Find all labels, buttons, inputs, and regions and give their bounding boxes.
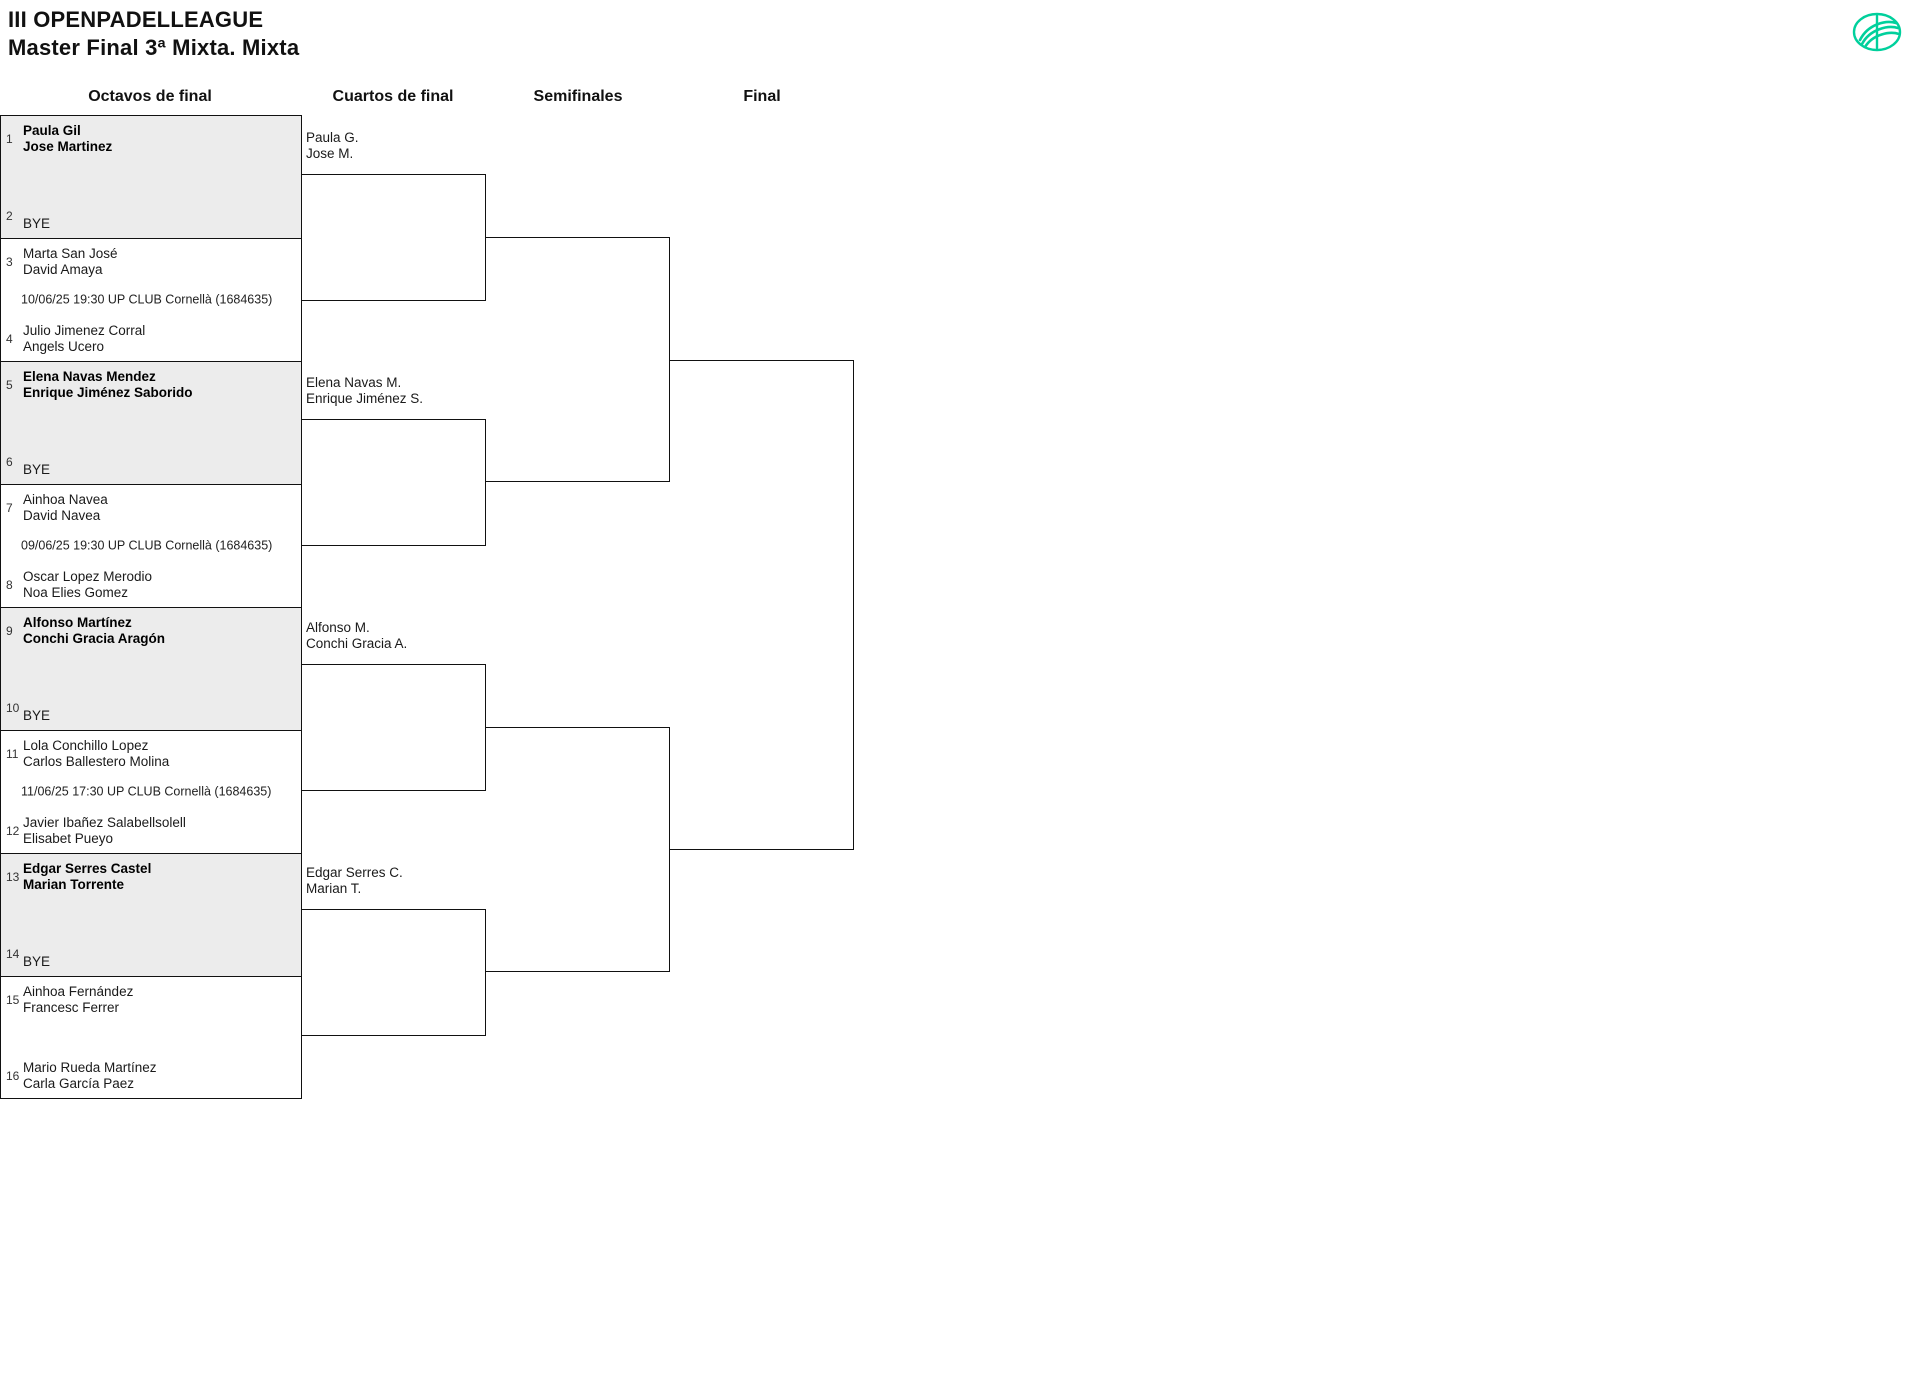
team-entry: Paula Gil Jose Martinez bbox=[23, 123, 113, 154]
round2-match-connector[interactable] bbox=[302, 419, 486, 546]
team-entry: BYE bbox=[23, 707, 51, 723]
round-heading-semifinales: Semifinales bbox=[533, 88, 623, 105]
round2-winner-label: Elena Navas M. Enrique Jiménez S. bbox=[306, 375, 424, 406]
team-entry: Elena Navas Mendez Enrique Jiménez Sabor… bbox=[23, 369, 193, 400]
team-entry: BYE bbox=[23, 953, 51, 969]
match-card[interactable]: 13 Edgar Serres Castel Marian Torrente 1… bbox=[0, 853, 302, 976]
round-heading-octavos: Octavos de final bbox=[88, 88, 212, 105]
round-heading-final: Final bbox=[743, 88, 781, 105]
round2-winner-label: Paula G. Jose M. bbox=[306, 130, 359, 161]
round2-winner-label: Alfonso M. Conchi Gracia A. bbox=[306, 620, 408, 651]
category-subtitle: Master Final 3ª Mixta. Mixta bbox=[8, 35, 300, 60]
seed-number: 7 bbox=[6, 501, 13, 515]
seed-number: 8 bbox=[6, 578, 13, 592]
team-entry: Marta San José David Amaya bbox=[23, 246, 118, 277]
match-card[interactable]: 15 Ainhoa Fernández Francesc Ferrer 16 M… bbox=[0, 976, 302, 1099]
seed-number: 12 bbox=[6, 824, 20, 838]
round2-match-connector[interactable] bbox=[302, 174, 486, 301]
team-entry: Mario Rueda Martínez Carla García Paez bbox=[23, 1060, 157, 1091]
seed-number: 2 bbox=[6, 209, 13, 223]
page-header: III OPENPADELLEAGUE Master Final 3ª Mixt… bbox=[8, 6, 299, 62]
round2-match-connector[interactable] bbox=[302, 909, 486, 1036]
seed-number: 14 bbox=[6, 947, 20, 961]
team-entry: Oscar Lopez Merodio Noa Elies Gomez bbox=[23, 569, 153, 600]
seed-number: 11 bbox=[6, 747, 19, 761]
round2-winner-label: Edgar Serres C. Marian T. bbox=[306, 865, 403, 896]
match-schedule: 10/06/25 19:30 UP CLUB Cornellà (1684635… bbox=[21, 292, 273, 307]
seed-number: 10 bbox=[6, 701, 20, 715]
match-card[interactable]: 5 Elena Navas Mendez Enrique Jiménez Sab… bbox=[0, 361, 302, 484]
tournament-title: III OPENPADELLEAGUE bbox=[8, 7, 264, 32]
team-entry: Alfonso Martínez Conchi Gracia Aragón bbox=[23, 615, 166, 646]
team-entry: Ainhoa Fernández Francesc Ferrer bbox=[23, 984, 134, 1015]
team-entry: Lola Conchillo Lopez Carlos Ballestero M… bbox=[23, 738, 170, 769]
team-entry: Edgar Serres Castel Marian Torrente bbox=[23, 861, 152, 892]
round4-match-connector[interactable] bbox=[670, 360, 854, 850]
match-card[interactable]: 11 Lola Conchillo Lopez Carlos Ballester… bbox=[0, 730, 302, 853]
round3-match-connector[interactable] bbox=[486, 237, 670, 482]
match-card[interactable]: 9 Alfonso Martínez Conchi Gracia Aragón … bbox=[0, 607, 302, 730]
team-entry: Julio Jimenez Corral Angels Ucero bbox=[23, 323, 146, 354]
seed-number: 6 bbox=[6, 455, 13, 469]
match-card[interactable]: 1 Paula Gil Jose Martinez 2 BYE bbox=[0, 115, 302, 238]
openpadelleague-logo-icon bbox=[1846, 10, 1908, 54]
round-octavos-column: 1 Paula Gil Jose Martinez 2 BYE 3 Marta … bbox=[0, 115, 302, 1099]
round3-match-connector[interactable] bbox=[486, 727, 670, 972]
seed-number: 9 bbox=[6, 624, 13, 638]
seed-number: 4 bbox=[6, 332, 13, 346]
team-entry: BYE bbox=[23, 215, 51, 231]
seed-number: 5 bbox=[6, 378, 13, 392]
round2-match-connector[interactable] bbox=[302, 664, 486, 791]
round-heading-cuartos: Cuartos de final bbox=[332, 88, 454, 105]
team-entry: BYE bbox=[23, 461, 51, 477]
match-card[interactable]: 3 Marta San José David Amaya 10/06/25 19… bbox=[0, 238, 302, 361]
seed-number: 3 bbox=[6, 255, 13, 269]
team-entry: Javier Ibañez Salabellsolell Elisabet Pu… bbox=[23, 815, 186, 846]
team-entry: Ainhoa Navea David Navea bbox=[23, 492, 108, 523]
seed-number: 13 bbox=[6, 870, 20, 884]
match-card[interactable]: 7 Ainhoa Navea David Navea 09/06/25 19:3… bbox=[0, 484, 302, 607]
seed-number: 1 bbox=[6, 132, 13, 146]
seed-number: 16 bbox=[6, 1069, 20, 1083]
seed-number: 15 bbox=[6, 993, 20, 1007]
match-schedule: 09/06/25 19:30 UP CLUB Cornellà (1684635… bbox=[21, 538, 273, 553]
match-schedule: 11/06/25 17:30 UP CLUB Cornellà (1684635… bbox=[21, 784, 272, 799]
